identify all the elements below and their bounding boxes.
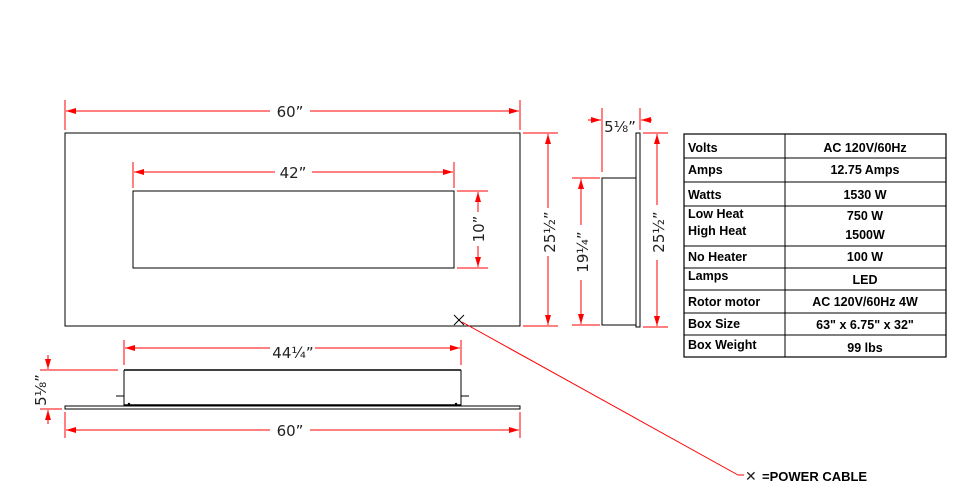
bottom-box-width-label: 44¼” xyxy=(272,344,313,362)
bottom-width-label: 60” xyxy=(277,422,304,440)
spec-row: Rotor motor AC 120V/60Hz 4W xyxy=(688,295,918,309)
front-view: 60” 42” 10” 25½” xyxy=(64,100,739,476)
spec-value: 750 W xyxy=(847,209,883,223)
spec-label: Lamps xyxy=(688,269,728,283)
spec-row: Lamps LED xyxy=(688,269,878,287)
power-cable-leader xyxy=(461,321,739,476)
front-height-label: 25½” xyxy=(541,211,559,252)
spec-row: Amps 12.75 Amps xyxy=(688,163,900,177)
spec-value: 99 lbs xyxy=(847,341,882,355)
spec-label: Watts xyxy=(688,188,722,202)
front-width-label: 60” xyxy=(277,103,304,121)
spec-table: Volts AC 120V/60Hz Amps 12.75 Amps Watts 15… xyxy=(683,133,947,358)
spec-value: 1530 W xyxy=(843,188,886,202)
spec-value: 100 W xyxy=(847,250,883,264)
spec-value: AC 120V/60Hz 4W xyxy=(812,295,918,309)
spec-label: Box Size xyxy=(688,317,740,331)
opening-height-label: 10” xyxy=(470,216,488,243)
spec-label: Low Heat xyxy=(688,207,744,221)
spec-label: Volts xyxy=(688,141,718,155)
side-panel-outline xyxy=(635,132,641,328)
bottom-plate-outline xyxy=(64,405,521,410)
side-height-label: 25½” xyxy=(650,211,668,252)
side-box-outline xyxy=(601,177,637,326)
spec-value: 12.75 Amps xyxy=(830,163,899,177)
side-box-height-label: 19¼” xyxy=(574,231,592,272)
spec-row: Volts AC 120V/60Hz xyxy=(688,141,907,155)
power-cable-marker-icon xyxy=(453,314,465,326)
power-cable-symbol-icon: ✕ xyxy=(745,469,757,485)
spec-value: LED xyxy=(853,273,878,287)
spec-label: No Heater xyxy=(688,250,747,264)
side-depth-label: 5⅛” xyxy=(604,118,636,136)
power-cable-legend-label: =POWER CABLE xyxy=(762,469,867,484)
front-panel-outline xyxy=(64,132,521,327)
spec-value: 63" x 6.75" x 32" xyxy=(816,318,914,332)
opening-width-label: 42” xyxy=(280,164,307,182)
spec-label: High Heat xyxy=(688,224,747,238)
spec-row: No Heater 100 W xyxy=(688,250,883,264)
power-cable-legend: ✕ =POWER CABLE xyxy=(738,469,867,485)
flame-opening-outline xyxy=(132,190,455,269)
spec-row: Box Size 63" x 6.75" x 32" xyxy=(688,317,914,332)
spec-label: Box Weight xyxy=(688,338,757,352)
side-view: 5⅛” 19¼” 25½” xyxy=(572,108,668,328)
spec-label: Amps xyxy=(688,163,723,177)
spec-row: Watts 1530 W xyxy=(688,188,887,202)
spec-row: Low Heat 750 W High Heat 1500W xyxy=(688,207,885,242)
bottom-depth-label: 5⅛” xyxy=(32,374,50,406)
spec-label: Rotor motor xyxy=(688,295,760,309)
bottom-view: 44¼” 5⅛” 60” xyxy=(32,340,521,440)
spec-row: Box Weight 99 lbs xyxy=(688,338,883,355)
spec-value: AC 120V/60Hz xyxy=(823,141,906,155)
spec-value: 1500W xyxy=(845,228,885,242)
